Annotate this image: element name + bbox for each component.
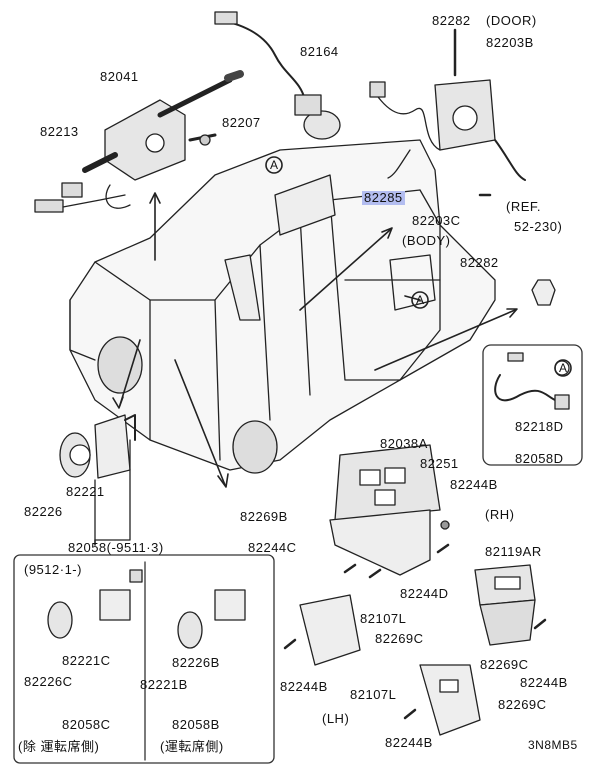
callout-a-3: A bbox=[559, 361, 568, 375]
harness-82164 bbox=[214, 11, 341, 140]
part-82226-label: 82226 bbox=[24, 504, 63, 519]
lamp-inset bbox=[482, 344, 583, 466]
part-82244B-3-label: 82244B bbox=[520, 675, 568, 690]
part-82244B-2-label: 82244B bbox=[280, 679, 328, 694]
rh-tag-label: (RH) bbox=[485, 507, 515, 522]
window-switch-rh bbox=[329, 444, 450, 576]
part-82058B-label: 82058B bbox=[172, 717, 220, 732]
part-82107L-2-label: 82107L bbox=[350, 687, 397, 702]
part-82244C-label: 82244C bbox=[248, 540, 297, 555]
combination-switch bbox=[34, 70, 244, 213]
part-82203B-label: 82203B bbox=[486, 35, 534, 50]
callout-a-1: A bbox=[270, 158, 279, 172]
part-82213-label: 82213 bbox=[40, 124, 79, 139]
callout-a-2: A bbox=[416, 293, 425, 307]
part-82244B-4-label: 82244B bbox=[385, 735, 433, 750]
part-82244B-1-label: 82244B bbox=[450, 477, 498, 492]
ref-label: (REF. bbox=[506, 199, 541, 214]
part-82244D-label: 82244D bbox=[400, 586, 449, 601]
screws bbox=[283, 193, 547, 720]
part-82203C-label: 82203C bbox=[412, 213, 461, 228]
part-82269B-label: 82269B bbox=[240, 509, 288, 524]
part-82251-label: 82251 bbox=[420, 456, 459, 471]
part-82038A-label: 82038A bbox=[380, 436, 428, 451]
lh-tag-label: (LH) bbox=[322, 711, 350, 726]
inset-switches bbox=[47, 569, 246, 649]
door-tag-label: (DOOR) bbox=[486, 13, 537, 28]
leader-arrows bbox=[94, 156, 572, 546]
screw-82207 bbox=[188, 133, 217, 146]
passenger-side-label: (除 運転席側) bbox=[18, 739, 100, 754]
part-82207-label: 82207 bbox=[222, 115, 261, 130]
inset-boxes bbox=[13, 554, 275, 764]
part-82221C-label: 82221C bbox=[62, 653, 111, 668]
part-82221-label: 82221 bbox=[66, 484, 105, 499]
door-harness bbox=[369, 28, 526, 181]
body-tag-label: (BODY) bbox=[402, 233, 451, 248]
part-82226C-label: 82226C bbox=[24, 674, 73, 689]
door-switch-82058 bbox=[59, 414, 136, 541]
part-82218D-label: 82218D bbox=[515, 419, 564, 434]
driver-side-label: (運転席側) bbox=[160, 739, 224, 754]
bulb bbox=[531, 279, 556, 306]
part-82221B-label: 82221B bbox=[140, 677, 188, 692]
from-date-label: (9512·1-) bbox=[24, 562, 82, 577]
part-82119AR-label: 82119AR bbox=[485, 544, 542, 559]
part-82282-top-label: 82282 bbox=[432, 13, 471, 28]
part-82269C-3-label: 82269C bbox=[498, 697, 547, 712]
part-82058D-label: 82058D bbox=[515, 451, 564, 466]
part-82269C-1-label: 82269C bbox=[375, 631, 424, 646]
window-switch-lh bbox=[299, 594, 481, 736]
part-82285-label[interactable]: 82285 bbox=[362, 190, 405, 205]
part-82058C-label: 82058C bbox=[62, 717, 111, 732]
diagram-code: 3N8MB5 bbox=[528, 738, 578, 752]
part-82164-label: 82164 bbox=[300, 44, 339, 59]
part-82282-mid-label: 82282 bbox=[460, 255, 499, 270]
window-switch-82119AR bbox=[474, 564, 536, 646]
part-82269C-2-label: 82269C bbox=[480, 657, 529, 672]
part-82041-label: 82041 bbox=[100, 69, 139, 84]
part-82058-label: 82058(-9511·3) bbox=[68, 540, 164, 555]
vehicle-body bbox=[69, 139, 496, 474]
part-82107L-1-label: 82107L bbox=[360, 611, 407, 626]
ref-page-label: 52-230) bbox=[514, 219, 563, 234]
part-82226B-label: 82226B bbox=[172, 655, 220, 670]
